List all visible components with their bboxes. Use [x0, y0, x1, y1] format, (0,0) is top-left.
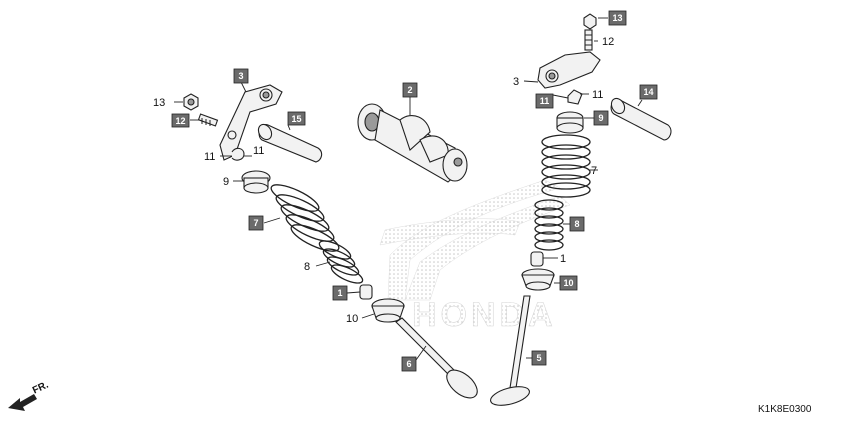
- front-direction-indicator: FR.: [8, 380, 50, 411]
- exhaust-valve: [395, 317, 478, 399]
- rocker-arm-right: [537, 51, 601, 89]
- valve-seal-left: [241, 170, 271, 194]
- camshaft: [357, 103, 468, 183]
- adjust-nut-left: [183, 93, 199, 111]
- callout-box-13-right: 13: [608, 10, 627, 26]
- callout-box-13-right-label: 13: [612, 13, 622, 23]
- clip-right: [567, 89, 583, 105]
- callout-1-right: 1: [560, 253, 566, 265]
- callout-box-5: 5: [531, 350, 547, 366]
- callout-box-15-label: 15: [291, 114, 301, 124]
- callout-box-14: 14: [639, 84, 658, 100]
- callout-box-7-left-label: 7: [253, 218, 258, 228]
- spring-retainer-left: [371, 298, 405, 323]
- callout-box-2-label: 2: [407, 85, 412, 95]
- boxed-callouts: 3 12 15 2 7 1 6 13 11 14 9 8 10 5: [171, 10, 658, 372]
- callout-box-11-right-label: 11: [540, 96, 550, 106]
- callout-9-left: 9: [223, 176, 229, 188]
- valve-spring-outer-right: [541, 134, 591, 198]
- leader-lines: [174, 17, 643, 361]
- callout-box-3: 3: [233, 68, 249, 84]
- callout-box-11-right: 11: [535, 93, 554, 109]
- callout-11-right: 11: [592, 89, 603, 101]
- callout-box-10-right: 10: [559, 275, 578, 291]
- callout-11-left-a: 11: [204, 151, 215, 163]
- callout-box-2: 2: [402, 82, 418, 98]
- callout-box-1-left: 1: [332, 285, 348, 301]
- callout-box-15: 15: [287, 111, 306, 126]
- honda-wordmark: HONDA: [412, 296, 557, 334]
- spring-retainer-right: [521, 268, 555, 291]
- callout-12-right: 12: [602, 36, 614, 48]
- callout-box-6-label: 6: [406, 359, 411, 369]
- valve-spring-outer-left: [270, 184, 340, 252]
- callout-box-10-right-label: 10: [563, 278, 573, 288]
- figure-code: K1K8E0300: [758, 404, 812, 415]
- valve-spring-inner-right: [534, 199, 564, 251]
- callout-box-8-right: 8: [569, 216, 585, 232]
- callout-box-14-label: 14: [643, 87, 653, 97]
- valve-seal-right: [556, 111, 584, 134]
- callout-7-right: 7: [591, 165, 597, 177]
- callout-8-left: 8: [304, 261, 310, 273]
- valve-cotter-right: [530, 251, 544, 267]
- callout-box-7-left: 7: [248, 215, 264, 231]
- valve-cotter-left: [359, 284, 373, 300]
- callout-10-left: 10: [346, 313, 358, 325]
- callout-3-right: 3: [513, 76, 519, 88]
- front-arrow-icon: [8, 394, 37, 411]
- adjust-screw-left: [197, 113, 219, 127]
- rocker-shaft-left: [257, 123, 323, 163]
- callout-box-12: 12: [171, 113, 190, 128]
- callout-box-3-label: 3: [238, 71, 243, 81]
- rocker-arm-left: [219, 84, 283, 161]
- callout-13-left: 13: [153, 97, 165, 109]
- plain-callouts: 13 11 11 9 8 10 12 3 11 7 1: [153, 36, 614, 325]
- callout-box-6: 6: [401, 356, 417, 372]
- adjust-nut-right: [583, 13, 597, 30]
- callout-box-1-left-label: 1: [337, 288, 342, 298]
- callout-box-5-label: 5: [536, 353, 541, 363]
- valve-spring-inner-left: [318, 240, 364, 284]
- callout-box-9-right-label: 9: [598, 113, 603, 123]
- callout-11-left-b: 11: [253, 145, 264, 157]
- intake-valve: [490, 295, 531, 406]
- callout-box-12-label: 12: [175, 116, 185, 126]
- callout-box-8-right-label: 8: [574, 219, 579, 229]
- adjust-screw-right: [584, 29, 593, 51]
- front-label: FR.: [31, 380, 50, 397]
- rocker-shaft-right: [610, 97, 672, 141]
- callout-box-9-right: 9: [593, 110, 609, 126]
- clip-left: [231, 147, 245, 161]
